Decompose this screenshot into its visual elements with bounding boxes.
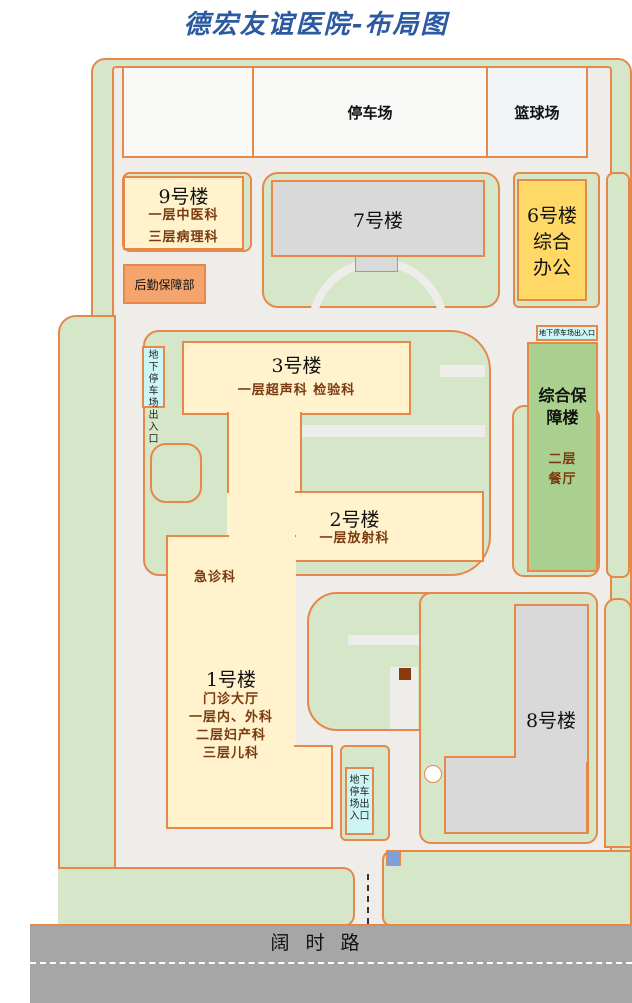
logistics-name: 后勤保障部 bbox=[134, 278, 195, 292]
road-centerline bbox=[30, 962, 632, 964]
round-lawn bbox=[150, 443, 202, 503]
gate-booth bbox=[386, 850, 401, 866]
ug-top-right[interactable]: 地下停车场出入口 bbox=[536, 325, 598, 341]
basketball-court: 篮球场 bbox=[486, 66, 588, 158]
emergency-label: 急诊科 bbox=[193, 570, 236, 585]
b2-name: 2号楼 bbox=[329, 509, 380, 531]
ug-left-3: 场出 bbox=[148, 398, 159, 421]
b1-floor-0: 门诊大厅 bbox=[202, 692, 259, 707]
b3-name: 3号楼 bbox=[271, 355, 322, 377]
support-line-2: 障楼 bbox=[546, 408, 579, 427]
b9-floor-1: 一层中医科 bbox=[148, 208, 219, 223]
b7-name: 7号楼 bbox=[352, 210, 404, 232]
underground-entrance-left[interactable]: 地下停车场出入口 bbox=[142, 346, 165, 445]
left-lawn bbox=[58, 315, 116, 927]
ug-left-2: 停车 bbox=[148, 374, 159, 397]
right-lawn-strip-lower bbox=[604, 598, 632, 848]
b1-floor-1: 一层内、外科 bbox=[188, 710, 273, 725]
underground-entrance-bottom[interactable]: 地下停车场出入口 bbox=[345, 767, 374, 835]
parking-lot: 停车场 bbox=[252, 66, 488, 158]
ug-bottom-4: 入口 bbox=[349, 811, 370, 822]
building-7[interactable]: 7号楼 bbox=[271, 180, 485, 257]
b1-name: 1号楼 bbox=[205, 669, 257, 691]
b9-name: 9号楼 bbox=[158, 186, 209, 208]
support-building[interactable]: 综合保 障楼 二层 餐厅 bbox=[527, 342, 598, 572]
bottom-left-lawn bbox=[58, 867, 355, 927]
b7-entrance bbox=[355, 256, 398, 272]
b9-floor-3: 三层病理科 bbox=[148, 230, 219, 245]
courtyard-path-2 bbox=[348, 635, 470, 645]
b8-name: 8号楼 bbox=[525, 710, 577, 732]
garden-path bbox=[300, 425, 485, 437]
parking-label: 停车场 bbox=[347, 104, 393, 122]
building-stem bbox=[227, 412, 302, 494]
building-1-middle bbox=[229, 490, 295, 540]
right-lawn-strip bbox=[606, 172, 630, 578]
road-name: 阔 时 路 bbox=[270, 932, 360, 954]
ug-left-1: 地下 bbox=[148, 350, 159, 373]
building-8-wing bbox=[444, 756, 588, 834]
building-6[interactable]: 6号楼 综合 办公 bbox=[517, 179, 587, 301]
bottom-right-lawn bbox=[382, 850, 632, 927]
building-1-annex bbox=[294, 745, 333, 829]
basketball-label: 篮球场 bbox=[514, 104, 560, 122]
map-title: 德宏友谊医院-布局图 bbox=[183, 10, 449, 40]
ug-left-4: 入口 bbox=[148, 422, 159, 445]
ug-bottom-2: 停车 bbox=[349, 787, 370, 798]
ug-bottom-1: 地下 bbox=[349, 775, 370, 786]
support-dining: 餐厅 bbox=[548, 472, 577, 487]
b1-floor-3: 三层儿科 bbox=[202, 746, 259, 761]
b2-floor-1: 一层放射科 bbox=[319, 531, 390, 546]
ug-bottom-3: 场出 bbox=[349, 799, 370, 810]
courtyard-statue bbox=[399, 668, 411, 680]
gate-line bbox=[367, 874, 369, 924]
building-8-join bbox=[516, 740, 587, 762]
b1-floor-2: 二层妇产科 bbox=[195, 728, 266, 743]
logistics-building[interactable]: 后勤保障部 bbox=[123, 264, 206, 304]
b6-name: 6号楼 bbox=[526, 205, 578, 227]
parking-lot-left bbox=[122, 66, 254, 158]
building-9[interactable]: 9号楼 一层中医科 三层病理科 bbox=[123, 176, 244, 250]
support-line-1: 综合保 bbox=[538, 386, 587, 405]
b6-line-1: 综合 bbox=[532, 231, 571, 253]
support-floor: 二层 bbox=[548, 452, 577, 467]
b3-floor-1: 一层超声科 检验科 bbox=[237, 383, 356, 398]
round-fountain bbox=[424, 765, 442, 783]
garden-path-2 bbox=[440, 365, 485, 377]
b6-line-2: 办公 bbox=[532, 257, 571, 279]
ug-top-right-label: 地下停车场出入口 bbox=[539, 329, 595, 337]
building-3[interactable]: 3号楼 一层超声科 检验科 bbox=[182, 341, 411, 415]
